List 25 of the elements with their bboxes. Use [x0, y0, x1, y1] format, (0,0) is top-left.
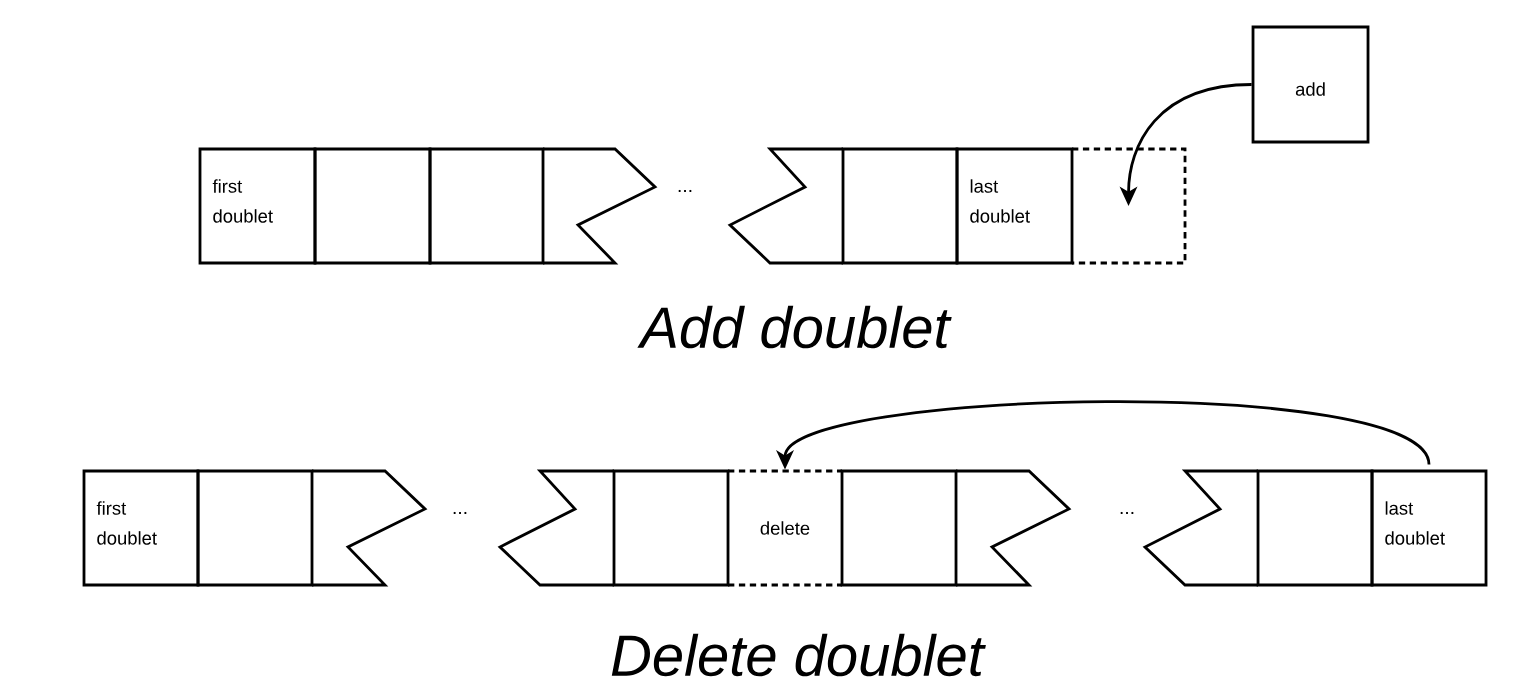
caption: Delete doublet	[611, 633, 986, 677]
caption: Add doublet	[637, 305, 952, 349]
list-cell	[428, 147, 545, 265]
list-cell	[1256, 469, 1374, 587]
list-cell: first doublet	[198, 147, 317, 265]
list-cell	[840, 469, 958, 587]
list-cell	[612, 469, 730, 587]
ellipsis: ...	[678, 189, 692, 193]
broken-cell	[543, 147, 658, 265]
broken-cell	[497, 469, 614, 587]
broken-cell	[727, 147, 843, 265]
list-cell: last doublet	[1370, 469, 1488, 587]
list-cell: first doublet	[82, 469, 200, 587]
list-cell: last doublet	[955, 147, 1074, 265]
list-cell	[196, 469, 314, 587]
ellipsis: ...	[453, 511, 467, 515]
list-cell	[313, 147, 432, 265]
new-cell	[1072, 147, 1187, 265]
removed-cell: delete	[726, 469, 844, 587]
add-box: add	[1251, 25, 1370, 144]
broken-cell	[1142, 469, 1258, 587]
ellipsis: ...	[1120, 511, 1134, 515]
broken-cell	[312, 469, 428, 587]
list-cell	[841, 147, 959, 265]
broken-cell	[956, 469, 1072, 587]
